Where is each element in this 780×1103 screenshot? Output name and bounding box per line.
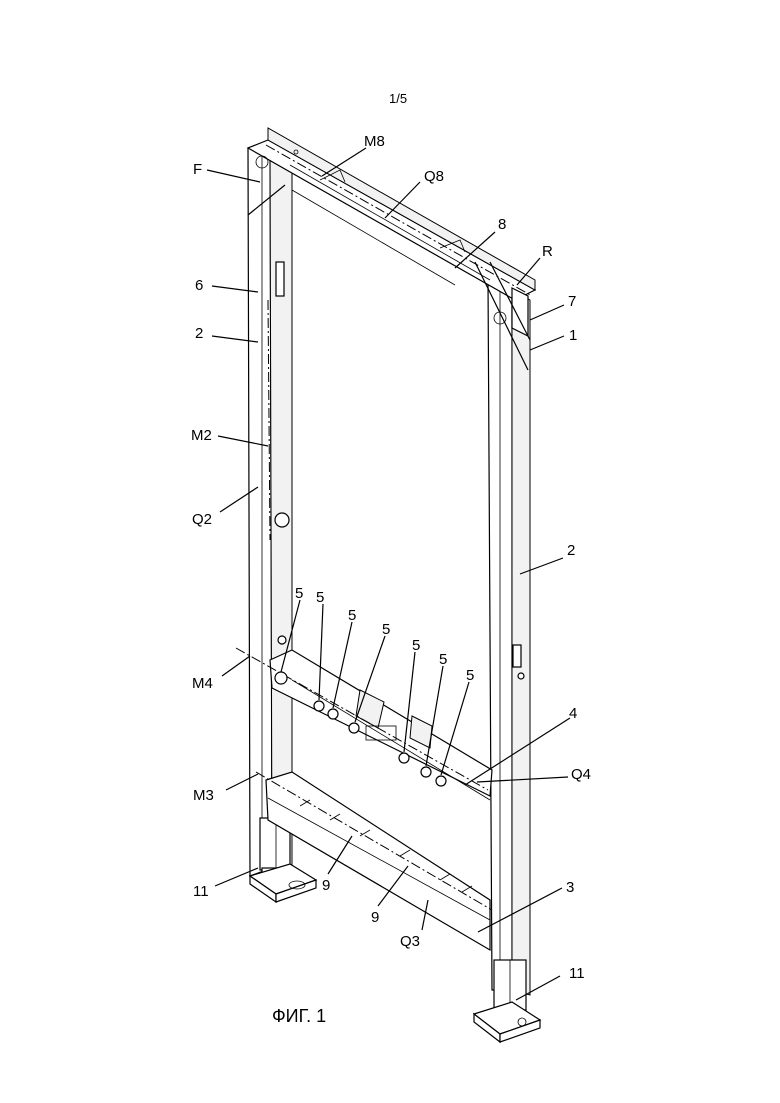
label-8: 8 bbox=[498, 216, 506, 233]
label-R: R bbox=[542, 243, 553, 260]
label-3: 3 bbox=[566, 879, 574, 896]
label-9: 9 bbox=[371, 909, 379, 926]
label-11-right: 11 bbox=[569, 965, 585, 982]
label-F: F bbox=[193, 161, 202, 178]
label-5: 5 bbox=[466, 667, 474, 684]
label-11-left: 11 bbox=[193, 883, 209, 900]
label-M3: M3 bbox=[193, 787, 214, 804]
mounting-frame bbox=[248, 128, 540, 1042]
left-upright bbox=[248, 140, 292, 876]
label-6: 6 bbox=[195, 277, 203, 294]
right-upright bbox=[488, 280, 530, 995]
label-M2: M2 bbox=[191, 427, 212, 444]
label-M8: M8 bbox=[364, 133, 385, 150]
label-5: 5 bbox=[382, 621, 390, 638]
page-number: 1/5 bbox=[389, 91, 407, 106]
label-2-right: 2 bbox=[567, 542, 575, 559]
label-7: 7 bbox=[568, 293, 576, 310]
figure-caption: ФИГ. 1 bbox=[272, 1006, 326, 1026]
label-Q2: Q2 bbox=[192, 511, 212, 528]
label-4: 4 bbox=[569, 705, 577, 722]
label-5: 5 bbox=[295, 585, 303, 602]
label-Q8: Q8 bbox=[424, 168, 444, 185]
label-Q3: Q3 bbox=[400, 933, 420, 950]
label-2-left: 2 bbox=[195, 325, 203, 342]
label-9: 9 bbox=[322, 877, 330, 894]
label-Q4: Q4 bbox=[571, 766, 591, 783]
label-5: 5 bbox=[316, 589, 324, 606]
bracket-rail bbox=[270, 650, 492, 800]
label-5: 5 bbox=[439, 651, 447, 668]
label-5: 5 bbox=[412, 637, 420, 654]
label-M4: M4 bbox=[192, 675, 213, 692]
label-5: 5 bbox=[348, 607, 356, 624]
label-1: 1 bbox=[569, 327, 577, 344]
